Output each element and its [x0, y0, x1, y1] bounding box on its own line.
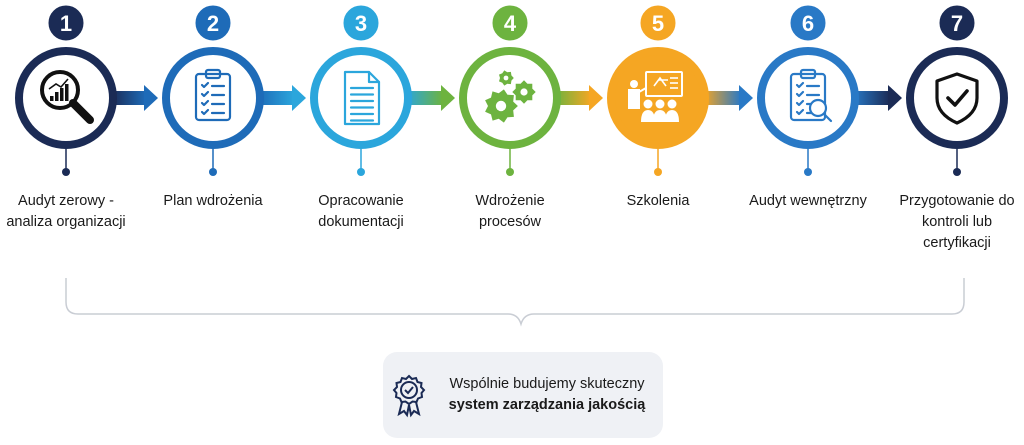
training-icon — [628, 71, 683, 122]
step-dot — [953, 168, 961, 176]
step-label-line: Opracowanie — [318, 193, 404, 209]
step-number-badge — [489, 2, 531, 44]
connector-arrow — [853, 85, 902, 111]
step-number: 7 — [951, 11, 963, 36]
step-circle — [757, 47, 859, 149]
step-circle — [310, 47, 412, 149]
quality-badge-icon — [392, 374, 426, 418]
step-dot — [654, 168, 662, 176]
step-label-line: procesów — [478, 214, 542, 230]
step-number-badge — [45, 2, 87, 44]
step-circle — [607, 47, 709, 149]
step-label-line: analiza organizacji — [6, 214, 126, 230]
step-label-line: Wdrożenie — [475, 193, 545, 209]
step-number: 5 — [652, 11, 664, 36]
clipboard-checklist-icon — [194, 68, 232, 122]
step-4: 4 — [459, 2, 561, 176]
step-number-badge — [637, 2, 679, 44]
step-number: 3 — [355, 11, 367, 36]
step-number: 4 — [504, 11, 517, 36]
step-label-line: dokumentacji — [318, 214, 404, 230]
step-label-line: Audyt zerowy - — [18, 193, 114, 209]
step-number-badge — [340, 2, 382, 44]
step-number: 6 — [802, 11, 814, 36]
step-dot — [357, 168, 365, 176]
step-label-line: Przygotowanie do — [899, 193, 1015, 209]
step-dot — [804, 168, 812, 176]
connector-arrow — [406, 85, 455, 111]
connector-arrow — [258, 85, 306, 111]
step-dot — [62, 168, 70, 176]
step-label: Audyt zerowy - analiza organizacji — [0, 191, 136, 233]
step-label: Opracowanie dokumentacji — [291, 191, 431, 233]
step-label: Szkolenia — [588, 191, 728, 212]
summary-line-2: system zarządzania jakością — [448, 397, 646, 413]
summary-line-1: Wspólnie budujemy skuteczny — [449, 376, 645, 392]
step-circle — [906, 47, 1008, 149]
connector-arrow — [111, 85, 158, 111]
step-7: 7 — [906, 2, 1008, 176]
connector-arrow — [555, 85, 603, 111]
step-number: 1 — [60, 11, 72, 36]
step-6: 6 — [757, 2, 859, 176]
step-label-line: certyfikacji — [923, 235, 991, 251]
magnifier-chart-icon — [40, 70, 94, 124]
step-number: 2 — [207, 11, 219, 36]
clipboard-search-icon — [789, 68, 833, 123]
step-label: Plan wdrożenia — [143, 191, 283, 212]
step-5: 5 — [607, 2, 709, 176]
step-label: Przygotowanie do kontroli lub certyfikacji — [887, 191, 1024, 254]
step-number-badge — [936, 2, 978, 44]
step-number-badge — [787, 2, 829, 44]
step-dot — [209, 168, 217, 176]
step-3: 3 — [310, 2, 412, 176]
step-label: Audyt wewnętrzny — [738, 191, 878, 212]
summary-box: Wspólnie budujemy skuteczny system zarzą… — [383, 352, 663, 438]
step-1: 1 — [15, 2, 117, 176]
shield-check-icon — [935, 72, 979, 125]
step-label-line: Szkolenia — [626, 193, 690, 209]
step-dot — [506, 168, 514, 176]
step-label-line: Audyt wewnętrzny — [749, 193, 867, 209]
step-label-line: Plan wdrożenia — [163, 193, 263, 209]
step-2: 2 — [162, 2, 264, 176]
step-label: Wdrożenie procesów — [440, 191, 580, 233]
step-number-badge — [192, 2, 234, 44]
grouping-bracket — [65, 278, 965, 327]
gears-icon — [485, 70, 536, 123]
connector-arrow — [703, 85, 753, 111]
step-circle — [162, 47, 264, 149]
document-icon — [343, 70, 381, 126]
step-label-line: kontroli lub — [921, 214, 993, 230]
